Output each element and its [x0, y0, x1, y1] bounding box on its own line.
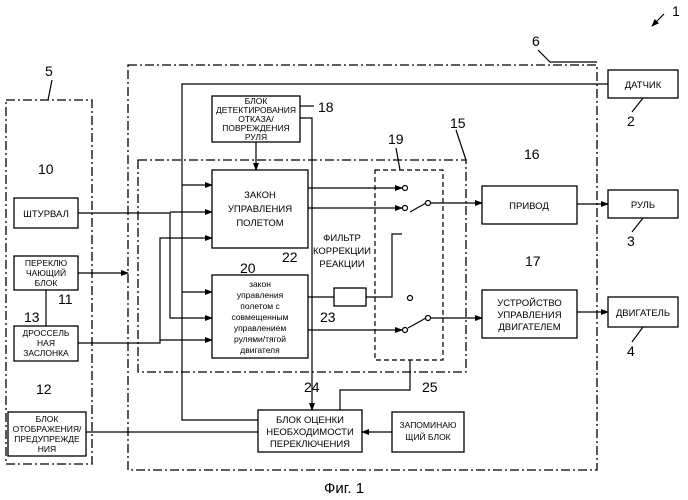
rudder-label: РУЛЬ: [631, 200, 655, 211]
law2-label: управлением: [234, 323, 286, 333]
ref-number: 22: [282, 249, 298, 265]
switch-arm-1: [410, 203, 426, 212]
wheel-label: ШТУРВАЛ: [23, 209, 69, 220]
ref-leader: [396, 148, 400, 170]
ref-number: 12: [36, 381, 52, 397]
contact: [408, 296, 413, 301]
filter-label: КОРРЕКЦИИ: [313, 246, 371, 257]
ref-number: 3: [627, 233, 635, 249]
filter-label: РЕАКЦИИ: [319, 259, 364, 270]
throttle-label: ДРОССЕЛЬ: [23, 328, 70, 338]
engine-ctrl-label: УПРАВЛЕНИЯ: [497, 310, 561, 321]
law1-label: УПРАВЛЕНИЯ: [228, 204, 292, 215]
throttle-label: НАЯ: [37, 338, 55, 348]
throttle-label: ЗАСЛОНКА: [23, 348, 69, 358]
ref-number: 10: [38, 161, 54, 177]
actuator-label: ПРИВОД: [509, 201, 549, 212]
display-label: НИЯ: [38, 444, 56, 454]
evaluator-label: ПЕРЕКЛЮЧЕНИЯ: [270, 439, 350, 450]
ref-leader: [632, 327, 643, 342]
selector-frame: [375, 170, 443, 360]
ref-number: 20: [240, 260, 256, 276]
engine-ctrl-label: УСТРОЙСТВО: [497, 297, 562, 309]
ref-number: 19: [388, 131, 404, 147]
switch-label: БЛОК: [35, 278, 58, 288]
ref-number: 23: [320, 309, 336, 325]
law2-label: закон: [249, 279, 271, 289]
ref-number: 25: [422, 379, 438, 395]
figure-caption: Фиг. 1: [324, 480, 364, 497]
fault-detect-label: РУЛЯ: [245, 132, 267, 142]
law1-label: ПОЛЕТОМ: [236, 218, 283, 229]
memory-label: ЩИЙ БЛОК: [405, 431, 450, 442]
evaluator-label: НЕОБХОДИМОСТИ: [266, 427, 354, 438]
contact: [403, 206, 408, 211]
ref-leader: [538, 50, 597, 62]
ref-number: 6: [532, 33, 540, 49]
sensor-label: ДАТЧИК: [625, 80, 662, 91]
contact: [403, 328, 408, 333]
ref-number: 1: [672, 3, 680, 19]
ref-leader: [632, 98, 643, 112]
law2-label: двигателя: [240, 345, 280, 355]
throttle-to-law: [78, 238, 212, 343]
ref-leader: [48, 80, 52, 100]
ref-number: 4: [627, 343, 635, 359]
law2-label: совмещенным: [231, 312, 288, 322]
ref-number: 18: [318, 99, 334, 115]
ref-number: 11: [58, 291, 73, 307]
engine-ctrl-label: ДВИГАТЕЛЕМ: [498, 322, 560, 333]
ref-number: 2: [627, 113, 635, 129]
evaluator-label: БЛОК ОЦЕНКИ: [276, 415, 344, 426]
wheel-to-law: [78, 213, 212, 318]
law2-label: полетом с: [240, 301, 280, 311]
ref-number: 24: [304, 379, 320, 395]
law1-label: ЗАКОН: [244, 190, 276, 201]
display-label: ОТОБРАЖЕНИЯ/: [13, 424, 82, 434]
memory-label: ЗАПОМИНАЮ: [399, 420, 456, 430]
contact: [426, 316, 431, 321]
ref-number: 5: [45, 63, 53, 79]
switch-label: ПЕРЕКЛЮ: [25, 258, 68, 268]
display-label: ПРЕДУПРЕЖДЕ: [14, 434, 80, 444]
engine-label: ДВИГАТЕЛЬ: [616, 308, 670, 319]
filter-label: ФИЛЬТР: [323, 233, 361, 244]
law2-label: управления: [237, 290, 284, 300]
ref-number: 13: [24, 309, 40, 325]
switch-arm-2: [408, 318, 426, 328]
ref-number: 17: [525, 253, 541, 269]
system-arrow: [652, 14, 664, 26]
switch-label: ЧАЮЩИЙ: [26, 267, 66, 278]
evaluator-to-selector: [340, 360, 410, 410]
fault-to-evaluator: [300, 118, 312, 410]
ref-leader: [456, 130, 466, 160]
ref-number: 16: [524, 146, 540, 162]
ref-number: 15: [450, 115, 466, 131]
display-label: БЛОК: [36, 414, 59, 424]
law2-label: рулями/тягой: [234, 334, 286, 344]
contact: [426, 201, 431, 206]
filter-to-selector: [366, 234, 402, 297]
ref-leader: [632, 218, 643, 232]
filter-box: [334, 288, 366, 306]
contact: [403, 186, 408, 191]
